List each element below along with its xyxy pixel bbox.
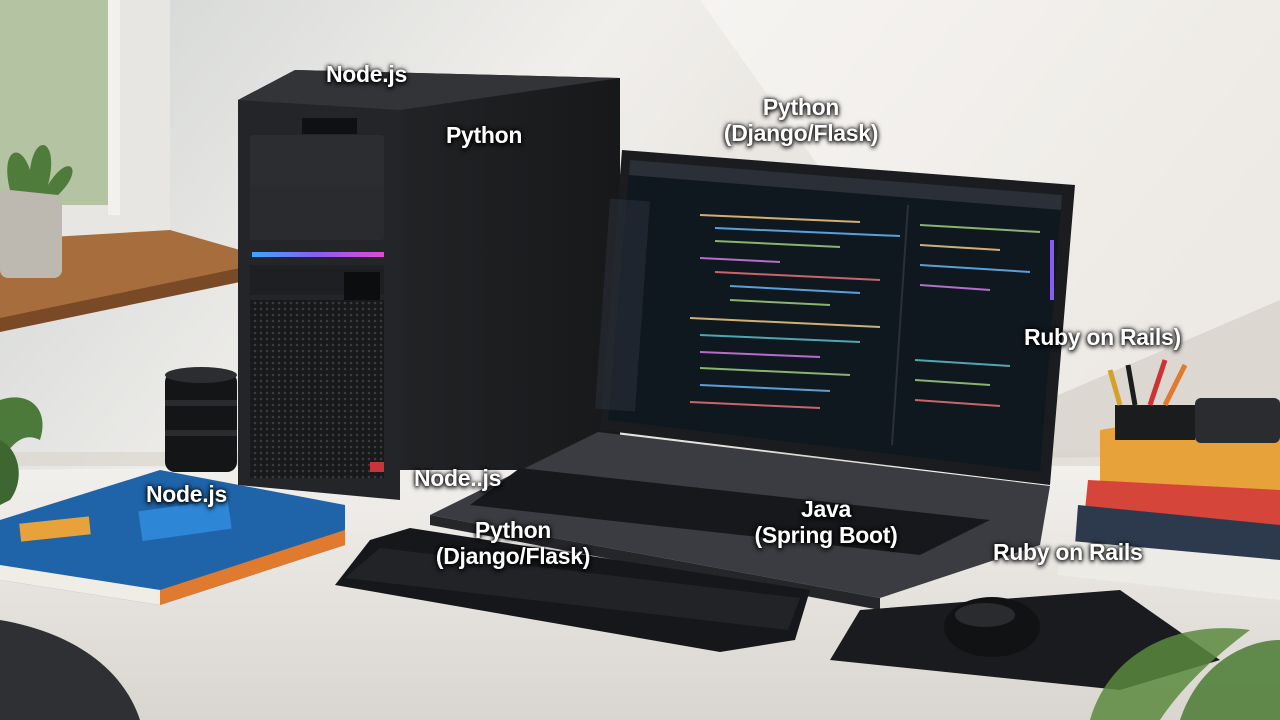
- label-laptop-keys-line1: Java: [801, 496, 851, 522]
- label-keyboard-line1: Python: [474, 517, 552, 543]
- label-laptop-top-line2: (Django/Flask): [723, 120, 879, 146]
- label-screen-right: Ruby on Rails): [1024, 324, 1181, 350]
- label-book-left-text: Node.js: [146, 481, 227, 507]
- label-laptop-keys-line2: (Spring Boot): [754, 522, 898, 548]
- label-tower-top-text: Node.js: [326, 61, 407, 87]
- label-laptop-keys: Java (Spring Boot): [746, 496, 906, 548]
- label-tower-side: Python: [446, 122, 522, 148]
- label-laptop-top: Python (Django/Flask): [706, 94, 896, 146]
- label-desk-right: Ruby on Rails: [993, 539, 1143, 565]
- label-desk-right-text: Ruby on Rails: [993, 539, 1143, 565]
- label-tower-top: Node.js: [326, 61, 407, 87]
- label-screen-right-text: Ruby on Rails): [1024, 324, 1181, 350]
- label-tower-side-text: Python: [446, 122, 523, 148]
- label-laptop-top-line1: Python: [762, 94, 840, 120]
- label-tower-base-text: Node..js: [414, 465, 502, 491]
- label-book-left: Node.js: [146, 481, 227, 507]
- label-keyboard-line2: (Django/Flask): [435, 543, 591, 569]
- label-tower-base: Node..js: [414, 465, 501, 491]
- label-keyboard: Python (Django/Flask): [418, 517, 608, 569]
